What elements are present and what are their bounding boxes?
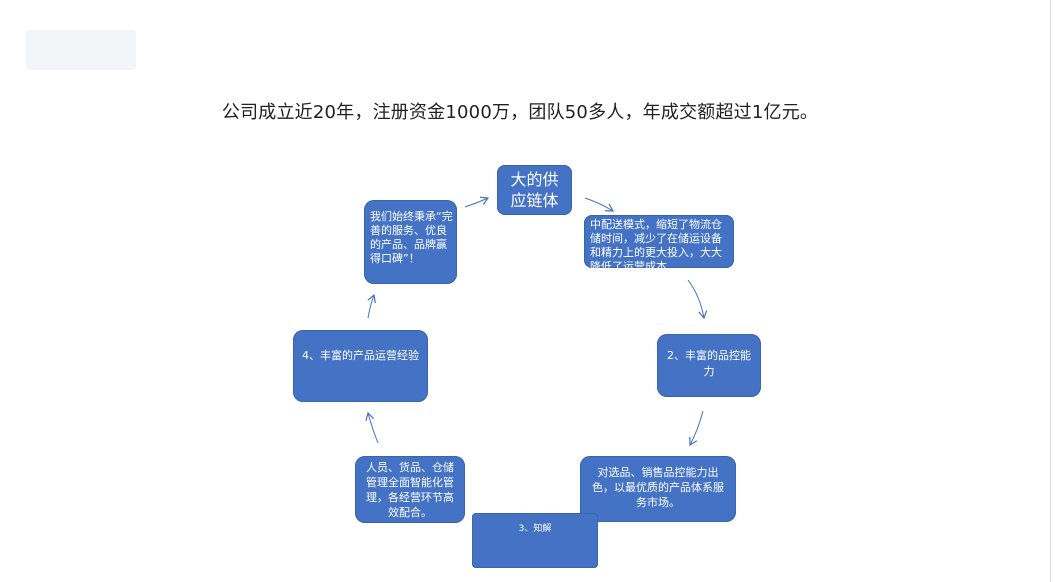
node-service-motto: 我们始终秉承“完善的服务、优良的产品、品牌赢得口碑”！ — [364, 200, 457, 284]
node-quality-control: 2、丰富的品控能力 — [657, 334, 761, 397]
arrow-left3-to-left2 — [365, 411, 379, 444]
node-operation-experience-label: 4、丰富的产品运营经验 — [302, 349, 419, 362]
page-edge — [1050, 0, 1051, 582]
company-summary: 公司成立近20年，注册资金1000万，团队50多人，年成交额超过1亿元。 — [221, 102, 819, 123]
node-product-selection: 对选品、销售品控能力出色，以最优质的产品体系服务市场。 — [580, 456, 736, 522]
node-distribution-model-label: 中配送模式，缩短了物流仓储时间，减少了在储运设备和精力上的更大投入，大大降低了运… — [590, 218, 722, 268]
node-bottom: 3、知解 — [472, 513, 598, 568]
faded-logo-area — [26, 30, 136, 70]
arrow-left2-to-left1 — [367, 293, 376, 319]
arrow-top-to-right1 — [584, 197, 615, 212]
node-distribution-model: 中配送模式，缩短了物流仓储时间，减少了在储运设备和精力上的更大投入，大大降低了运… — [584, 215, 734, 268]
node-product-selection-label: 对选品、销售品控能力出色，以最优质的产品体系服务市场。 — [592, 466, 724, 509]
arrow-right1-to-right2 — [687, 279, 708, 320]
node-supply-chain-label: 大的供应链体 — [510, 170, 559, 210]
arrow-left1-to-top — [464, 196, 490, 208]
node-bottom-label: 3、知解 — [518, 524, 552, 534]
node-service-motto-label: 我们始终秉承“完善的服务、优良的产品、品牌赢得口碑”！ — [370, 210, 453, 265]
node-smart-management-label: 人员、货品、仓储管理全面智能化管理，各经营环节高效配合。 — [366, 461, 454, 519]
node-supply-chain: 大的供应链体 — [497, 165, 572, 215]
node-quality-control-label: 2、丰富的品控能力 — [667, 349, 751, 378]
node-smart-management: 人员、货品、仓储管理全面智能化管理，各经营环节高效配合。 — [355, 456, 465, 523]
arrow-right2-to-right3 — [689, 410, 704, 447]
node-operation-experience: 4、丰富的产品运营经验 — [293, 330, 428, 402]
